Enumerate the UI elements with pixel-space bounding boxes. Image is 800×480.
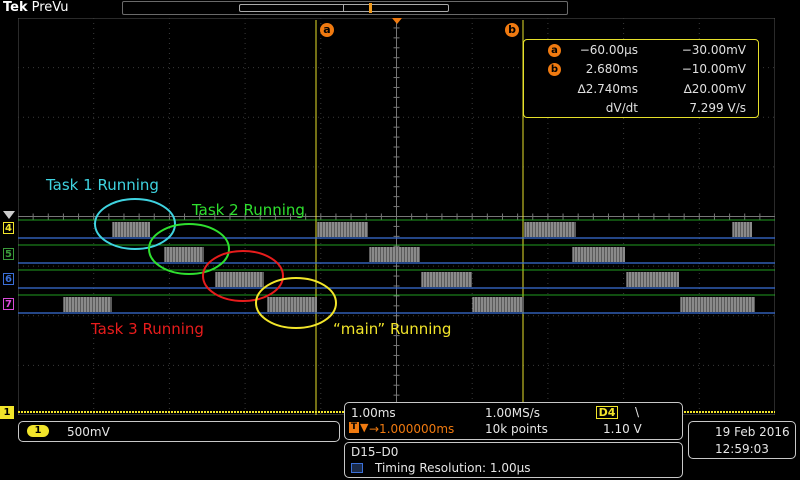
task2-ellipse [148,223,230,275]
horizontal-trigger-box[interactable]: 1.00ms 1.00MS/s D4 \ T ▼ →1.000000ms 10k… [344,402,683,440]
record-length: 10k points [485,422,548,436]
channel-6-label[interactable]: 6 [3,273,14,285]
readout-row-a: a −60.00µs −30.00mV [524,42,758,60]
digital-traces [18,219,775,314]
rate-value: 7.299 V/s [689,101,746,115]
cursor-b-badge[interactable]: b [505,23,519,37]
trigger-slope-icon: \ [635,405,640,419]
channel-1-ground-marker[interactable]: 1 [0,406,14,419]
view-window-center [343,4,344,12]
channel-6-trace-burst [627,272,679,287]
channel-5-trace-burst [165,247,204,262]
trigger-position: →1.000000ms [369,422,455,436]
task1-ellipse [94,198,176,250]
cursor-readout-panel[interactable]: a −60.00µs −30.00mV b 2.680ms −10.00mV ∆… [523,39,759,118]
delta-time: ∆2.740ms [577,82,638,96]
cursor-b-marker: b [548,63,561,76]
ch1-scale-value: 500mV [67,425,110,439]
brand-name: Tek [3,0,28,15]
channel-5-label[interactable]: 5 [3,248,14,260]
readout-row-rate: dV/dt 7.299 V/s [524,100,758,118]
time: 12:59:03 [715,442,769,456]
trigger-time-marker [392,18,402,24]
cursor-a-time: −60.00µs [579,43,638,57]
sample-rate: 1.00MS/s [485,406,540,420]
main-ellipse [255,277,337,329]
trigger-position-icon: T [349,422,359,433]
channel-5-trace-burst [573,247,625,262]
cursor-a-marker: a [548,44,561,57]
task2-label: Task 2 Running [192,201,305,219]
readout-row-delta: ∆2.740ms ∆20.00mV [524,81,758,99]
cursor-a-badge[interactable]: a [320,23,334,37]
view-window[interactable] [239,4,449,12]
bus-box[interactable]: D15–D0 Timing Resolution: 1.00µs [344,442,683,478]
delta-voltage: ∆20.00mV [683,82,746,96]
channel-4-label[interactable]: 4 [3,222,14,234]
channel-7-label[interactable]: 7 [3,298,14,310]
datetime-box: 19 Feb 2016 12:59:03 [688,421,796,459]
ch1-badge: 1 [27,425,49,437]
task3-ellipse [202,250,284,302]
trigger-position-arrow-icon: ▼ [360,421,369,434]
timing-resolution: Timing Resolution: 1.00µs [375,461,531,475]
record-overview-bar[interactable] [122,1,568,15]
rate-label: dV/dt [605,101,638,115]
trigger-level: 1.10 V [603,422,642,436]
cursor-a-voltage: −30.00mV [681,43,746,57]
task3-label: Task 3 Running [91,320,204,338]
ch1-scale-box[interactable]: 1 500mV [18,421,340,442]
bus-icon [351,463,363,473]
channel-7-trace-burst [473,297,524,312]
bus-name: D15–D0 [351,445,399,459]
date: 19 Feb 2016 [715,425,790,439]
task1-label: Task 1 Running [46,176,159,194]
channel-4-trace-burst [525,222,576,237]
acquisition-mode: PreVu [31,0,69,15]
horizontal-scale: 1.00ms [351,406,396,420]
trigger-position-marker [369,3,372,13]
digital-group-marker-icon [3,211,15,219]
cursor-b-time: 2.680ms [585,62,638,76]
main-label: “main” Running [333,320,452,338]
cursor-b-voltage: −10.00mV [681,62,746,76]
readout-row-b: b 2.680ms −10.00mV [524,61,758,79]
graticule[interactable] [18,18,775,415]
trigger-source-badge: D4 [596,406,618,419]
